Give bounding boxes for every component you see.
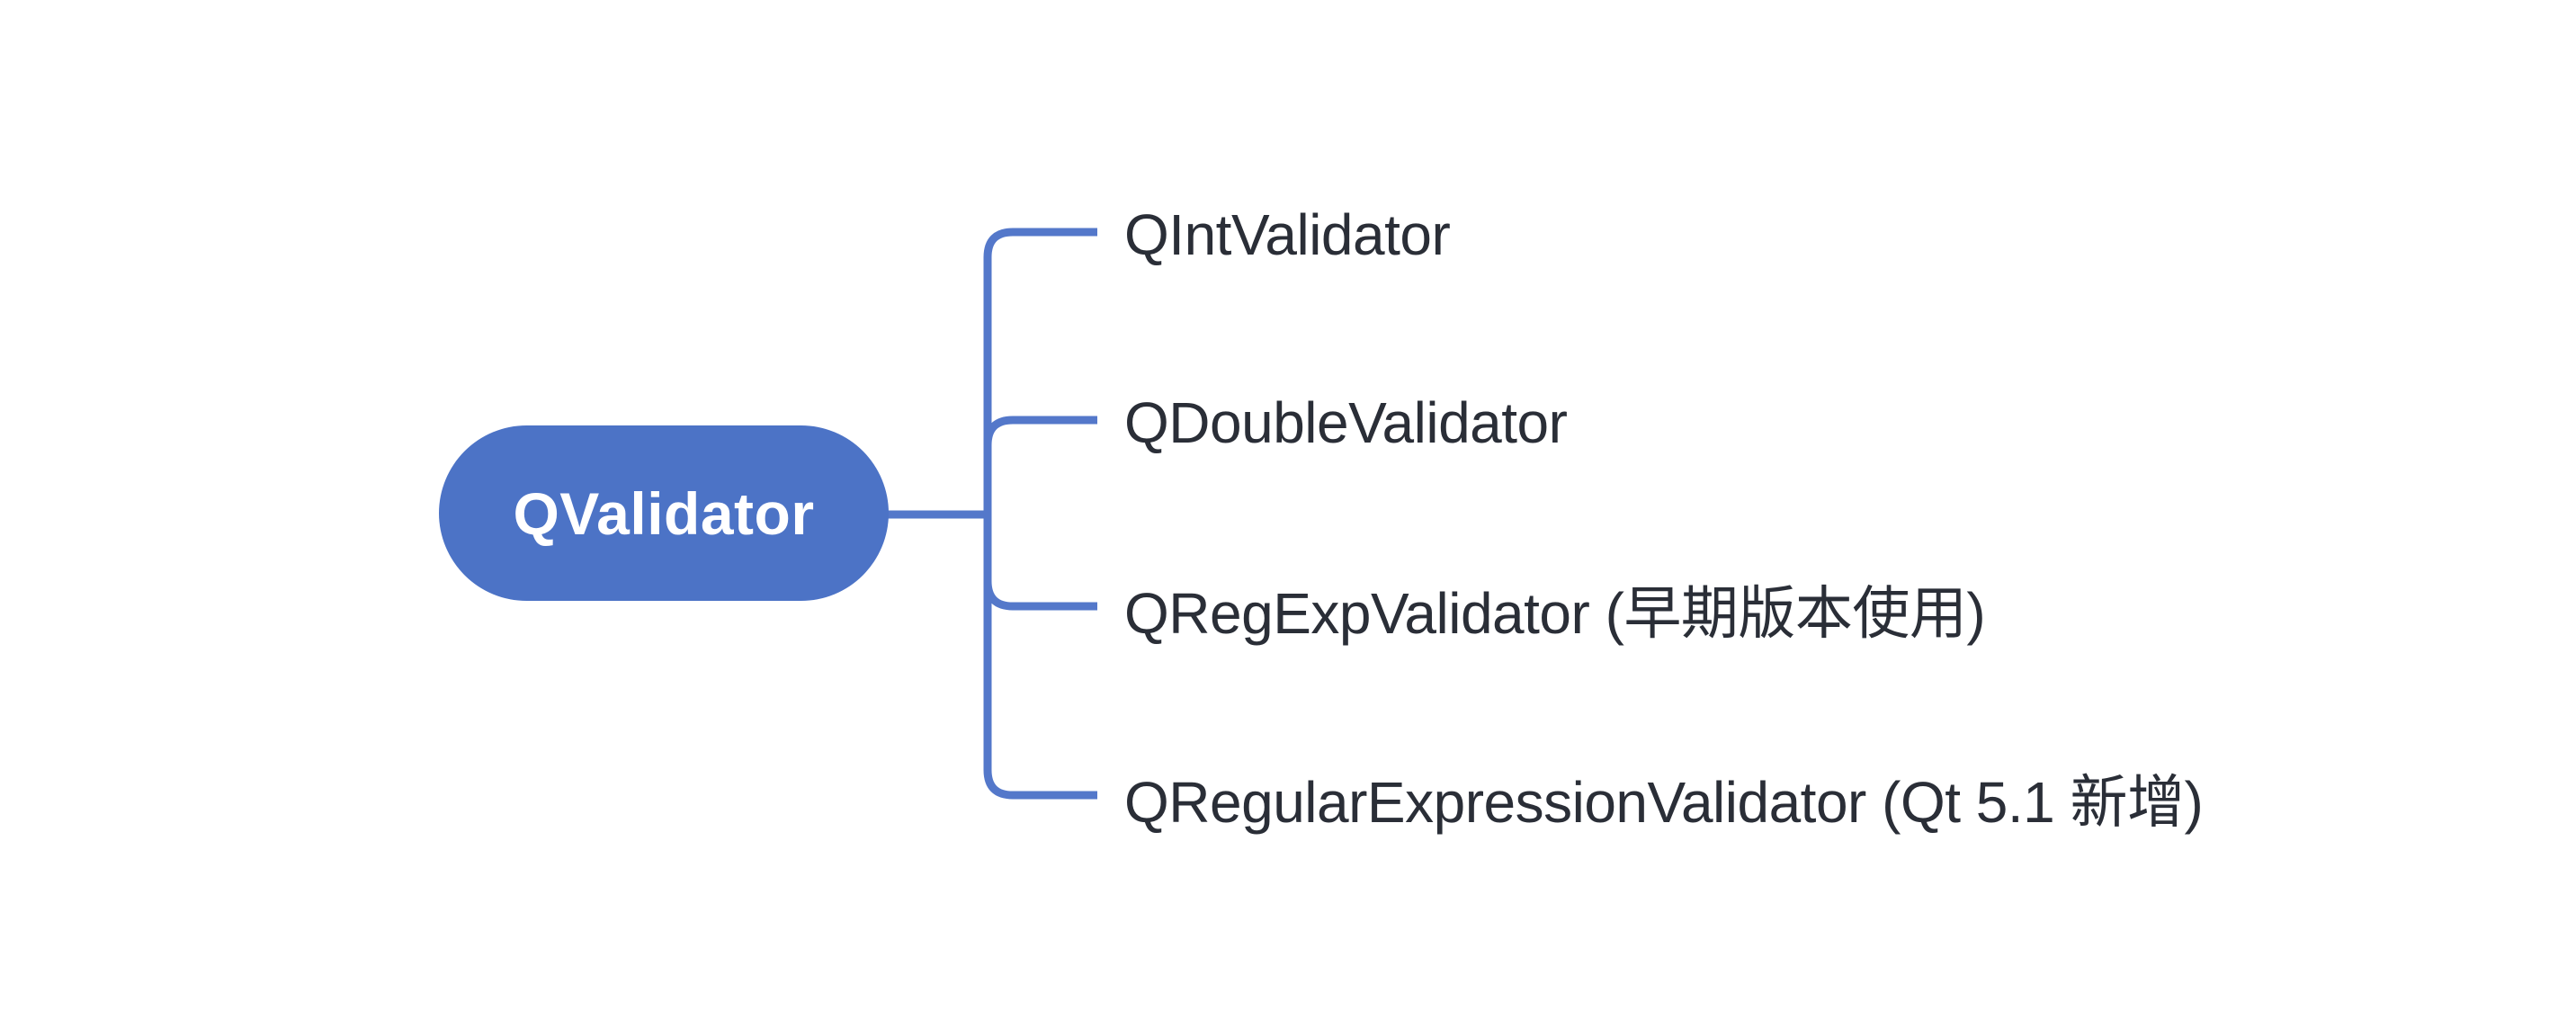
child-node-qdoublevalidator[interactable]: QDoubleValidator — [1124, 390, 1568, 455]
connector-branch-1 — [983, 228, 1097, 258]
connector-branch-2 — [983, 416, 1097, 446]
connector-branch-3 — [983, 580, 1097, 611]
connector-branch-4 — [983, 769, 1097, 800]
child-node-qregexpvalidator[interactable]: QRegExpValidator (早期版本使用) — [1124, 581, 1986, 646]
child-node-qregularexpressionvalidator[interactable]: QRegularExpressionValidator (Qt 5.1 新增) — [1124, 770, 2204, 835]
child-node-qintvalidator[interactable]: QIntValidator — [1124, 202, 1451, 267]
root-node-qvalidator[interactable]: QValidator — [439, 425, 889, 601]
